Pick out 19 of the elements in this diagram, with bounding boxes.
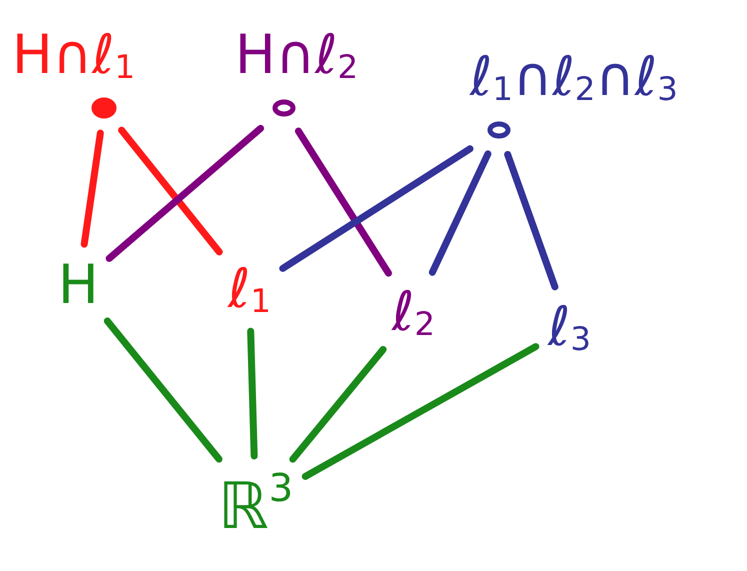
connector-line <box>80 130 104 248</box>
connector-line <box>289 346 387 463</box>
connector-line <box>294 128 392 277</box>
math-label: H∩ℓ$_{1}$ <box>12 28 136 84</box>
math-label: ℝ$^{3}$ <box>218 470 294 539</box>
connector-line <box>247 328 258 460</box>
connector-line <box>104 318 222 463</box>
connector-line <box>302 343 540 480</box>
math-label: ℓ$_{1}$∩ℓ$_{2}$∩ℓ$_{3}$ <box>470 50 678 106</box>
connector-line <box>279 145 474 272</box>
connector-line <box>504 150 558 290</box>
math-label: ℓ$_{2}$ <box>392 285 435 340</box>
connector-line <box>106 124 264 262</box>
math-label: H <box>58 258 99 312</box>
math-label: ℓ$_{1}$ <box>228 262 271 318</box>
connector-line <box>118 126 223 256</box>
math-label: ℓ$_{3}$ <box>548 300 591 356</box>
math-label: H∩ℓ$_{2}$ <box>235 28 358 84</box>
connector-line <box>428 150 492 276</box>
